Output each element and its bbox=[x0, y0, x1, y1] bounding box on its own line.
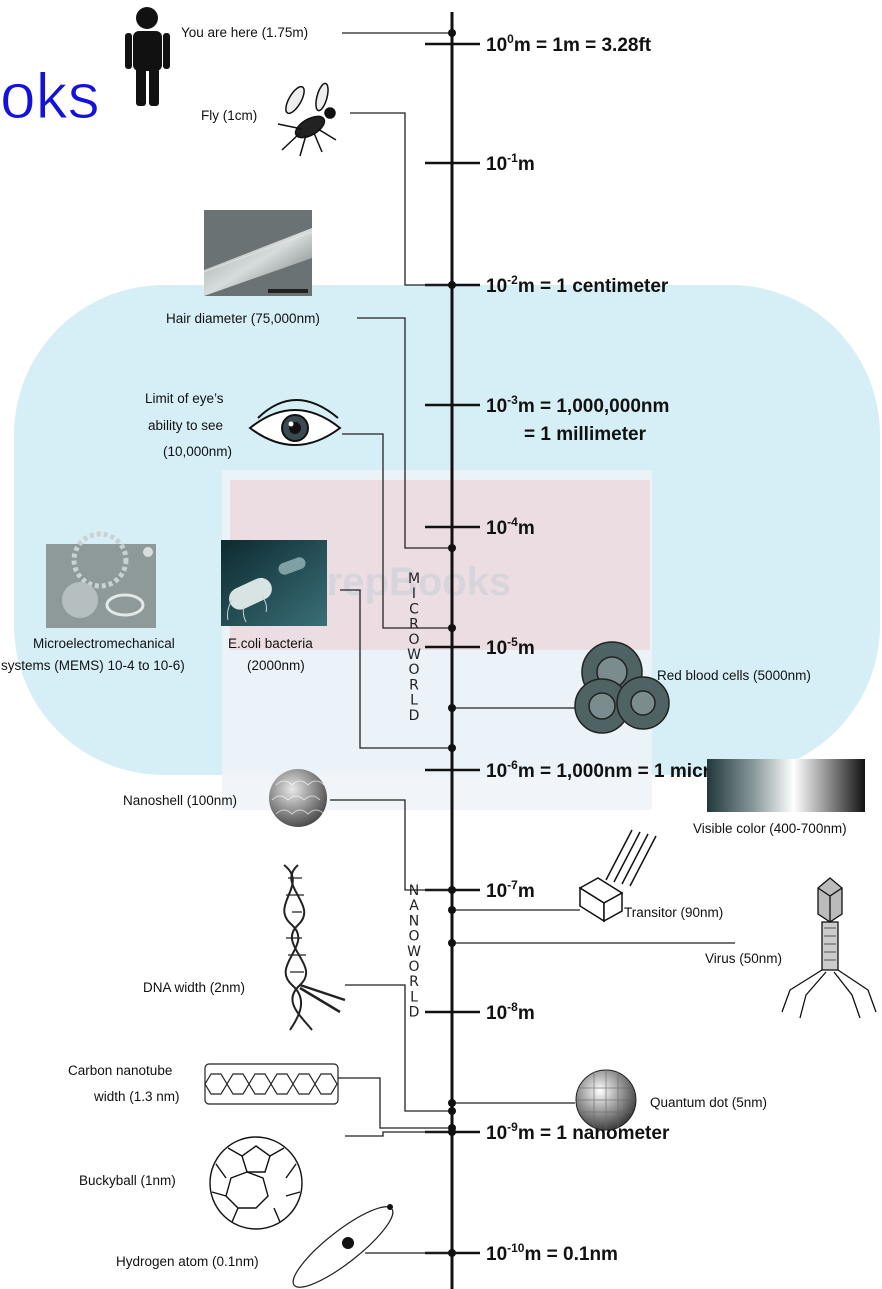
label-eye-line1: Limit of eye’s bbox=[145, 391, 224, 406]
label-fly: Fly (1cm) bbox=[201, 108, 257, 123]
ecoli-image bbox=[221, 540, 327, 626]
label-mems-line2: systems (MEMS) 10-4 to 10-6) bbox=[1, 658, 185, 673]
microText-letter: O bbox=[408, 662, 419, 678]
scale-label-10e-9: 10-9m = 1 nanometer bbox=[486, 1120, 670, 1144]
label-ecoli-line1: E.coli bacteria bbox=[228, 636, 313, 651]
nanoText-letter: R bbox=[409, 974, 419, 990]
label-buckyball: Buckyball (1nm) bbox=[79, 1173, 176, 1188]
label-visible-color: Visible color (400-700nm) bbox=[693, 821, 847, 836]
quantum-dot-icon bbox=[576, 1070, 636, 1130]
nanoshell-icon bbox=[269, 769, 327, 827]
nanoText-letter: O bbox=[408, 929, 419, 945]
label-mems-line1: Microelectromechanical bbox=[33, 636, 175, 651]
label-eye-line3: (10,000nm) bbox=[163, 444, 232, 459]
label-dna: DNA width (2nm) bbox=[143, 980, 245, 995]
scale-label-10e-3-line2: = 1 millimeter bbox=[524, 424, 647, 445]
nanoText-letter: L bbox=[410, 989, 418, 1005]
visible-color-bar bbox=[707, 759, 865, 812]
dna-icon bbox=[284, 865, 345, 1030]
nanoText-letter: W bbox=[407, 944, 421, 960]
label-hair: Hair diameter (75,000nm) bbox=[166, 311, 320, 326]
label-quantum-dot: Quantum dot (5nm) bbox=[650, 1095, 767, 1110]
microText-letter: O bbox=[408, 632, 419, 648]
label-red-blood-cells: Red blood cells (5000nm) bbox=[657, 668, 811, 683]
nanoText-letter: A bbox=[409, 898, 419, 914]
microText-letter: M bbox=[408, 571, 420, 587]
microText-letter: I bbox=[412, 586, 416, 602]
scale-label-10e-1: 10-1m bbox=[486, 151, 535, 175]
scale-label-10e0: 100m = 1m = 3.28ft bbox=[486, 32, 652, 56]
label-hydrogen: Hydrogen atom (0.1nm) bbox=[116, 1254, 259, 1269]
label-nanoshell: Nanoshell (100nm) bbox=[123, 793, 237, 808]
nanoText-letter: N bbox=[409, 913, 419, 929]
carbon-nanotube-icon bbox=[205, 1064, 338, 1104]
nanoText-letter: N bbox=[409, 883, 419, 899]
scale-label-10e-10: 10-10m = 0.1nm bbox=[486, 1241, 618, 1265]
label-eye-line2: ability to see bbox=[148, 418, 223, 433]
buckyball-icon bbox=[210, 1137, 302, 1229]
microText-letter: W bbox=[407, 647, 421, 663]
microText-letter: R bbox=[409, 617, 419, 633]
human-icon bbox=[125, 7, 170, 106]
hair-image bbox=[204, 210, 312, 296]
scale-label-10e-6: 10-6m = 1,000nm = 1 micron bbox=[486, 758, 733, 782]
label-ecoli-line2: (2000nm) bbox=[247, 658, 305, 673]
microText-letter: D bbox=[409, 708, 420, 724]
label-transistor: Transitor (90nm) bbox=[624, 905, 723, 920]
label-nanotube-line2: width (1.3 nm) bbox=[93, 1089, 180, 1104]
microText-letter: R bbox=[409, 677, 419, 693]
virus-icon bbox=[782, 878, 876, 1018]
scale-label-10e-8: 10-8m bbox=[486, 1000, 535, 1024]
mems-image bbox=[46, 534, 156, 628]
brand-fragment: oks bbox=[0, 60, 100, 132]
watermark-center-text: PrepBooks bbox=[300, 560, 511, 604]
label-human: You are here (1.75m) bbox=[181, 25, 308, 40]
nanoText-letter: O bbox=[408, 959, 419, 975]
fly-icon bbox=[278, 82, 336, 156]
nanoText-letter: D bbox=[409, 1005, 420, 1021]
scale-label-10e-7: 10-7m bbox=[486, 878, 535, 902]
hydrogen-atom-icon bbox=[284, 1196, 401, 1289]
microText-letter: L bbox=[410, 693, 418, 709]
label-virus: Virus (50nm) bbox=[705, 951, 782, 966]
microText-letter: C bbox=[409, 601, 419, 617]
label-nanotube-line1: Carbon nanotube bbox=[68, 1063, 172, 1078]
